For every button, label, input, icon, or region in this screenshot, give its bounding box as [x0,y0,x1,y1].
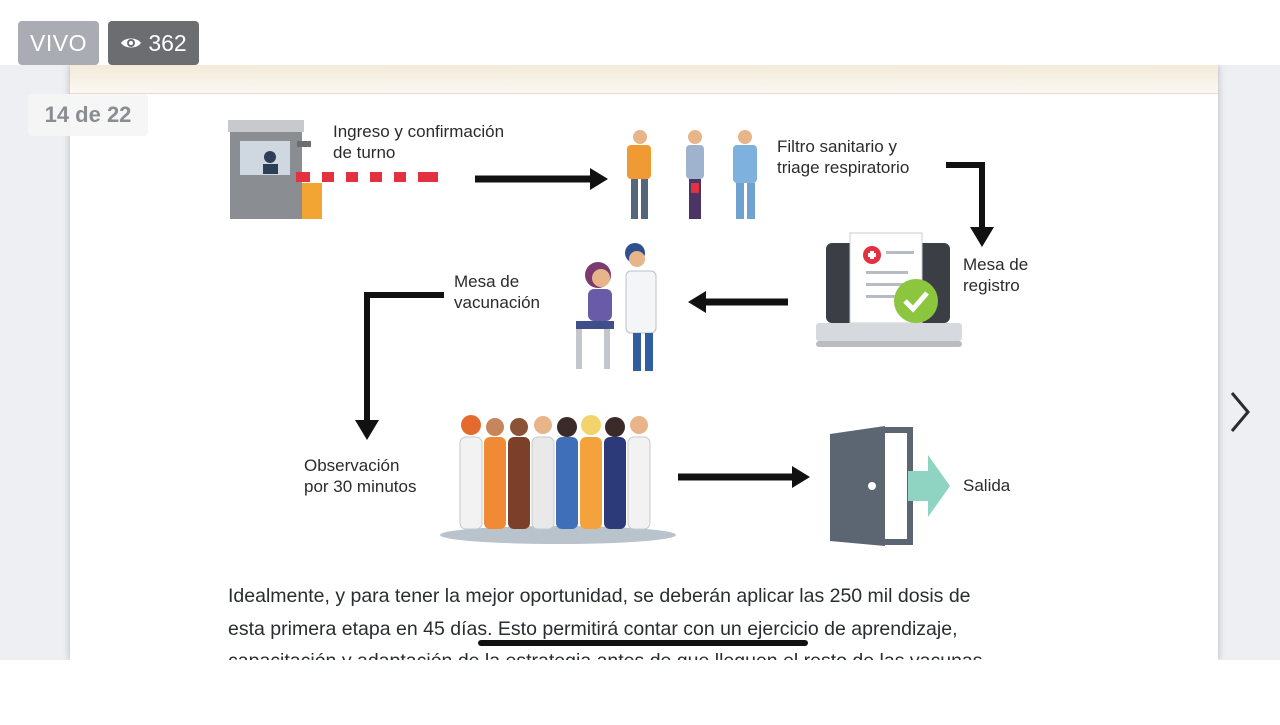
flow-arrows [355,162,994,488]
live-badge: VIVO [18,21,99,65]
step-label-filtro: Filtro sanitario y triage respiratorio [777,137,910,177]
step-label-salida: Salida [963,476,1011,495]
step-label-ingreso: Ingreso y confirmación de turno [333,122,505,162]
page-counter: 14 de 22 [28,94,148,136]
chevron-right-icon[interactable] [1222,387,1256,437]
document-page: Ingreso y confirmación de turno Filtro s… [70,65,1218,660]
people-screening-icon [627,130,757,219]
body-text-line-2: esta primera etapa en 45 días. Esto perm… [228,618,958,640]
guard-booth-icon [228,120,438,219]
observation-crowd-icon [440,415,676,544]
laptop-registration-icon [816,232,962,347]
viewer-count: 362 [148,29,187,56]
vaccination-icon [576,243,657,371]
step-label-vacunacion: Mesa de vacunación [454,272,541,312]
document-viewer[interactable]: Ingreso y confirmación de turno Filtro s… [0,65,1280,660]
process-diagram [228,120,994,546]
body-text-line-1: Idealmente, y para tener la mejor oportu… [228,585,971,607]
step-label-registro: Mesa de registro [963,255,1029,295]
step-label-observacion: Observación por 30 minutos [304,456,417,496]
exit-door-icon [830,426,950,546]
viewer-count-badge: 362 [108,21,199,65]
eye-icon [121,38,142,48]
body-text-line-3: capacitación y adaptación de la estrateg… [228,650,983,660]
handwritten-underline [478,640,808,646]
page-header-band [70,65,1218,94]
